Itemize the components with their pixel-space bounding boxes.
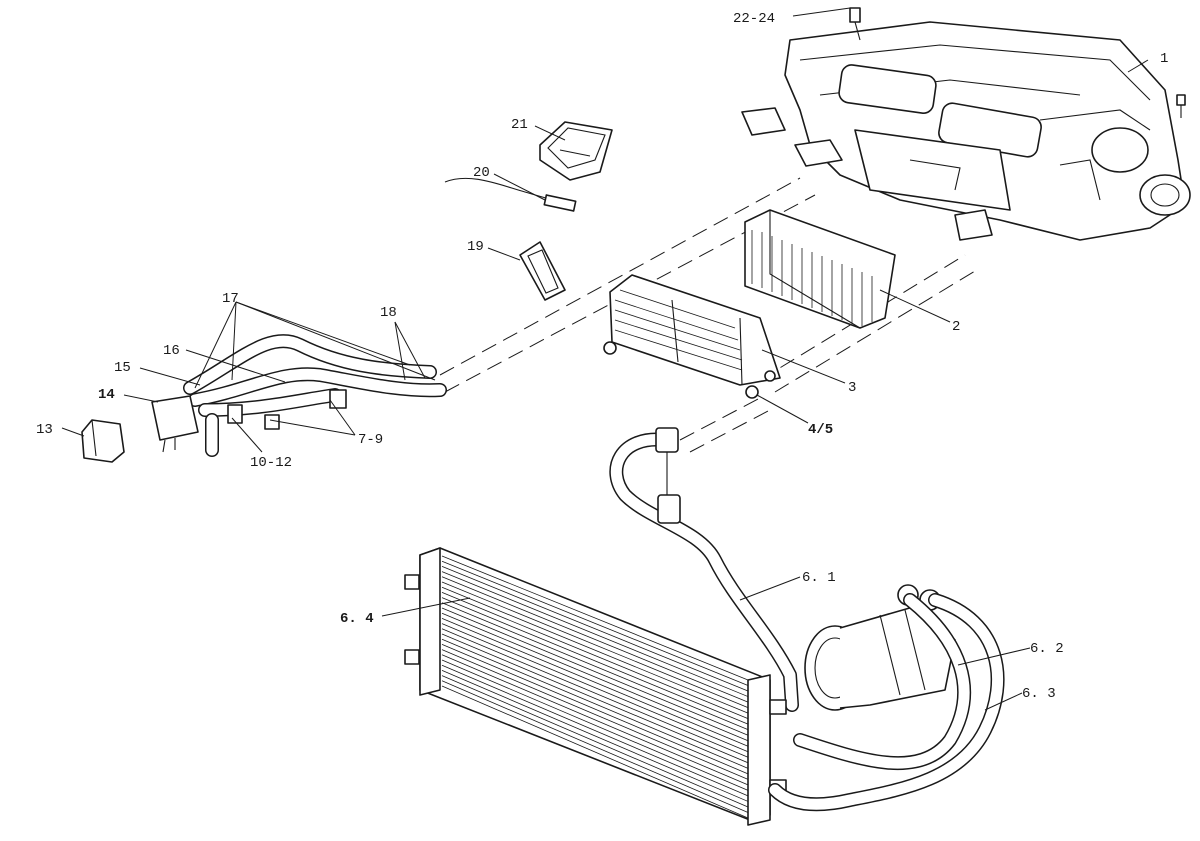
callout-6-1: 6. 1 xyxy=(802,570,836,586)
leader-lines xyxy=(61,7,1149,711)
callout-6-3: 6. 3 xyxy=(1022,686,1056,702)
air-duct-assembly xyxy=(183,334,447,457)
callout-19: 19 xyxy=(467,239,484,255)
callout-20: 20 xyxy=(473,165,490,181)
screw-set xyxy=(849,7,1186,118)
callout-17: 17 xyxy=(222,291,239,307)
control-panel xyxy=(539,121,613,181)
callout-10-12: 10-12 xyxy=(250,455,292,471)
callout-labels: 1 2 3 4/5 6. 1 6. 2 6. 3 6. 4 7-9 10-12 … xyxy=(36,11,1168,702)
callout-6-2: 6. 2 xyxy=(1030,641,1064,657)
callout-16: 16 xyxy=(163,343,180,359)
actuator-motors xyxy=(741,107,993,241)
filter-cover xyxy=(609,274,781,386)
hvac-housing xyxy=(784,21,1191,241)
callout-6-4: 6. 4 xyxy=(340,611,374,627)
callout-18: 18 xyxy=(380,305,397,321)
temperature-sensor xyxy=(444,177,577,212)
condenser xyxy=(404,547,787,826)
callout-2: 2 xyxy=(952,319,960,335)
callout-13: 13 xyxy=(36,422,53,438)
ac-compressor xyxy=(804,584,956,711)
clip-set xyxy=(603,341,776,399)
actuator-module xyxy=(81,419,125,463)
callout-3: 3 xyxy=(848,380,856,396)
callout-21: 21 xyxy=(511,117,528,133)
callout-14: 14 xyxy=(98,387,115,403)
callout-4-5: 4/5 xyxy=(808,422,833,438)
callout-7-9: 7-9 xyxy=(358,432,383,448)
refrigerant-hose xyxy=(768,593,1005,812)
blower-resistor xyxy=(151,395,199,453)
callout-15: 15 xyxy=(114,360,131,376)
cabin-filter xyxy=(744,209,896,329)
callout-22-24: 22-24 xyxy=(733,11,775,27)
refrigerant-line-assembly xyxy=(609,427,799,712)
callout-1: 1 xyxy=(1160,51,1168,67)
trim-grille xyxy=(519,241,566,301)
